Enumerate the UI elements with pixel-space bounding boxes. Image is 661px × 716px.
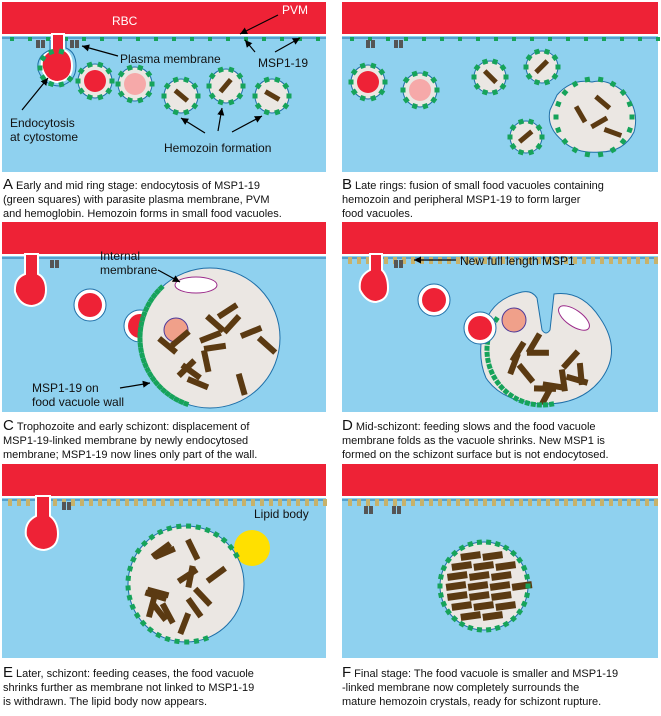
letter-d: D xyxy=(342,417,353,434)
caption-a-line-3: and hemoglobin. Hemozoin forms in small … xyxy=(3,208,282,220)
label-lipid-body: Lipid body xyxy=(254,507,309,521)
caption-b-line-3: food vacuoles. xyxy=(342,208,413,220)
caption-c-line-2: MSP1-19-linked membrane by newly endocyt… xyxy=(3,435,249,447)
caption-d-line-3: formed on the schizont surface but is no… xyxy=(342,449,609,461)
caption-e-line-3: is withdrawn. The lipid body now appears… xyxy=(3,696,208,708)
vacuole-hb xyxy=(75,61,115,101)
letter-b: B xyxy=(342,176,353,193)
caption-f-line-2: -linked membrane now completely surround… xyxy=(342,682,580,694)
vacuole-fused xyxy=(548,76,637,158)
label-new-msp1: New full length MSP1 xyxy=(460,254,575,268)
vacuole-hb-1 xyxy=(417,283,451,317)
label-pvm: PVM xyxy=(282,3,308,17)
label-rbc: RBC xyxy=(112,14,138,28)
food-vacuole-shrunk xyxy=(125,523,245,645)
panel-e-illustration: Lipid body xyxy=(2,464,327,658)
food-vacuole-mature xyxy=(437,539,533,633)
letter-c: C xyxy=(3,417,14,434)
caption-c-line-3: membrane; MSP1-19 now lines only part of… xyxy=(3,449,258,461)
label-endocytosis: Endocytosis xyxy=(10,116,75,130)
caption-b-line-2: hemozoin and peripheral MSP1-19 to form … xyxy=(342,194,581,206)
label-membrane: membrane xyxy=(100,263,158,277)
caption-e-line-2: shrinks further as membrane not linked t… xyxy=(3,682,255,694)
caption-f-line-3: mature hemozoin crystals, ready for schi… xyxy=(342,696,602,708)
label-msp1-19: MSP1-19 xyxy=(258,56,308,70)
vacuole-small-1 xyxy=(471,58,509,96)
panel-f-illustration xyxy=(342,464,658,658)
vacuole-digested xyxy=(400,70,440,110)
caption-a-line-1: Early and mid ring stage: endocytosis of… xyxy=(16,180,260,192)
vacuole-hemozoin-2 xyxy=(206,66,246,106)
vacuole-hemozoin-1 xyxy=(161,76,201,116)
caption-c-line-1: Trophozoite and early schizont: displace… xyxy=(16,421,250,433)
panel-a: RBC PVM Plasma membrane MSP1-19 Endocyto… xyxy=(0,0,330,232)
caption-f-line-1: Final stage: The food vacuole is smaller… xyxy=(354,668,619,680)
panel-a-illustration: RBC PVM Plasma membrane MSP1-19 Endocyto… xyxy=(2,2,326,172)
panel-c: Internal membrane MSP1-19 on food vacuol… xyxy=(0,220,330,462)
panel-d-illustration: New full length MSP1 xyxy=(342,222,658,412)
caption-d-line-2: membrane folds as the vacuole shrinks. N… xyxy=(342,435,605,447)
vacuole-small-3 xyxy=(507,118,545,156)
panel-c-illustration: Internal membrane MSP1-19 on food vacuol… xyxy=(2,222,326,412)
rbc-band xyxy=(2,2,326,34)
letter-e: E xyxy=(3,664,14,681)
vacuole-digested xyxy=(115,64,155,104)
vacuole-hb xyxy=(348,62,388,102)
panel-b-illustration xyxy=(342,2,660,172)
label-vacuole-wall: food vacuole wall xyxy=(32,395,124,409)
letter-f: F xyxy=(342,664,352,681)
label-msp1-wall: MSP1-19 on xyxy=(32,381,99,395)
lipid-body xyxy=(234,530,270,566)
food-vacuole-folded xyxy=(480,291,612,408)
letter-a: A xyxy=(3,176,14,193)
caption-d-line-1: Mid-schizont: feeding slows and the food… xyxy=(355,421,596,433)
food-vacuole xyxy=(137,267,281,409)
caption-e-line-1: Later, schizont: feeding ceases, the foo… xyxy=(16,668,254,680)
caption-b-line-1: Late rings: fusion of small food vacuole… xyxy=(355,180,604,192)
label-cytostome: at cytostome xyxy=(10,130,78,144)
caption-a-line-2: (green squares) with parasite plasma mem… xyxy=(3,194,270,206)
vacuole-hemozoin-3 xyxy=(252,76,292,116)
label-plasma-membrane: Plasma membrane xyxy=(120,52,221,66)
label-internal: Internal xyxy=(100,249,140,263)
vacuole-hb-1 xyxy=(73,288,107,322)
vacuole-hb-2 xyxy=(463,311,497,345)
label-hemozoin: Hemozoin formation xyxy=(164,141,271,155)
vacuole-small-2 xyxy=(523,48,561,86)
